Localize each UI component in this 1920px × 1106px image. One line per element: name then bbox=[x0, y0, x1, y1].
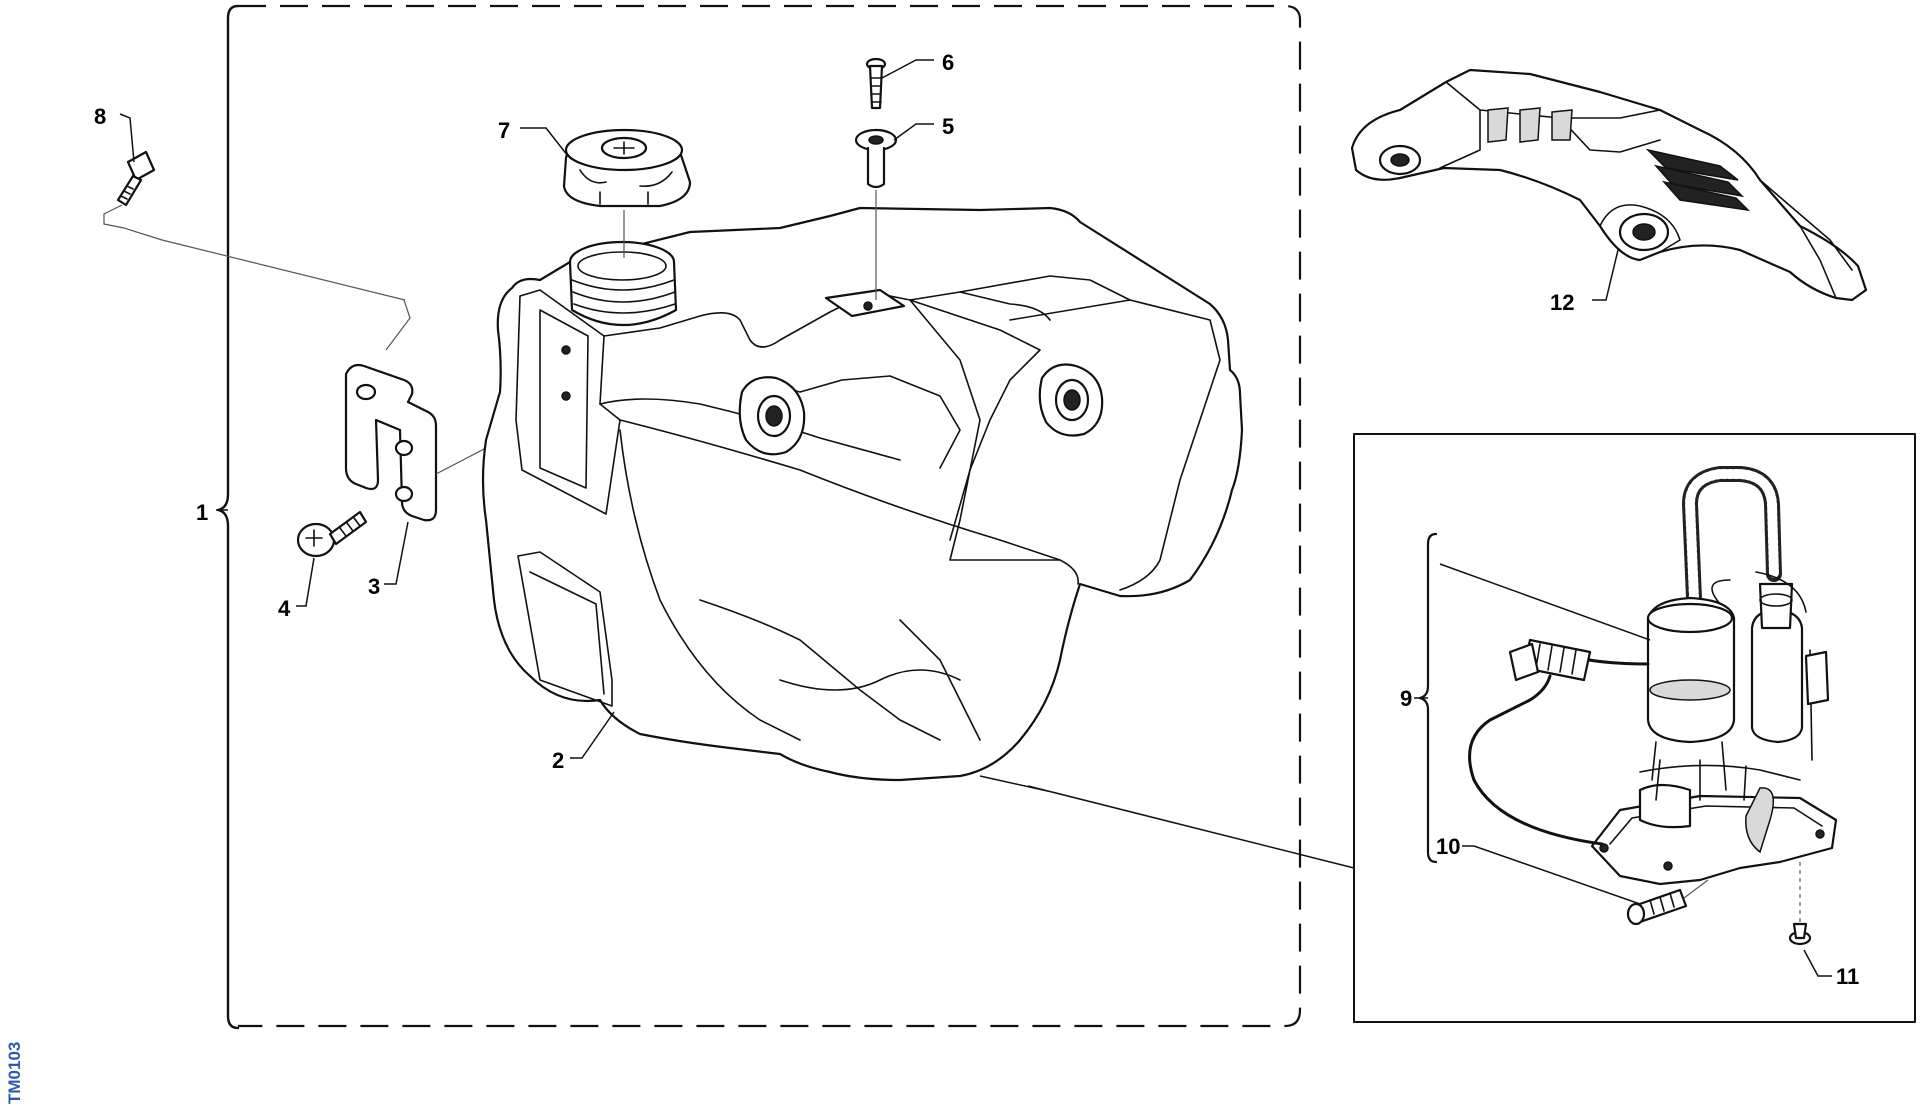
callout-7: 7 bbox=[498, 118, 510, 143]
callout-labels: 8 7 6 5 12 1 3 4 2 9 10 11 bbox=[94, 50, 1859, 989]
callout-5: 5 bbox=[942, 114, 954, 139]
callout-3: 3 bbox=[368, 574, 380, 599]
callout-4: 4 bbox=[278, 596, 291, 621]
callout-2: 2 bbox=[552, 748, 564, 773]
fuel-cap-7 bbox=[562, 128, 692, 258]
bracket-3 bbox=[344, 299, 541, 522]
bushing-5 bbox=[854, 128, 898, 300]
fuel-tank-2 bbox=[481, 206, 1355, 869]
leader-lines bbox=[119, 59, 1832, 977]
callout-10: 10 bbox=[1436, 834, 1460, 859]
cover-12 bbox=[1350, 68, 1868, 302]
fuel-pump-9 bbox=[1468, 466, 1838, 886]
screw-4 bbox=[296, 510, 368, 558]
callout-9: 9 bbox=[1400, 686, 1412, 711]
callout-8: 8 bbox=[94, 104, 106, 129]
reference-code: TM0103 bbox=[5, 1042, 24, 1104]
callout-11: 11 bbox=[1836, 964, 1859, 989]
inset-box bbox=[1353, 433, 1916, 1023]
callout-12: 12 bbox=[1550, 290, 1574, 315]
screw-11 bbox=[1788, 862, 1812, 946]
screw-8 bbox=[103, 150, 406, 301]
callout-1: 1 bbox=[196, 500, 208, 525]
screw-6 bbox=[865, 57, 887, 110]
sensor-10 bbox=[1626, 879, 1709, 926]
callout-6: 6 bbox=[942, 50, 954, 75]
